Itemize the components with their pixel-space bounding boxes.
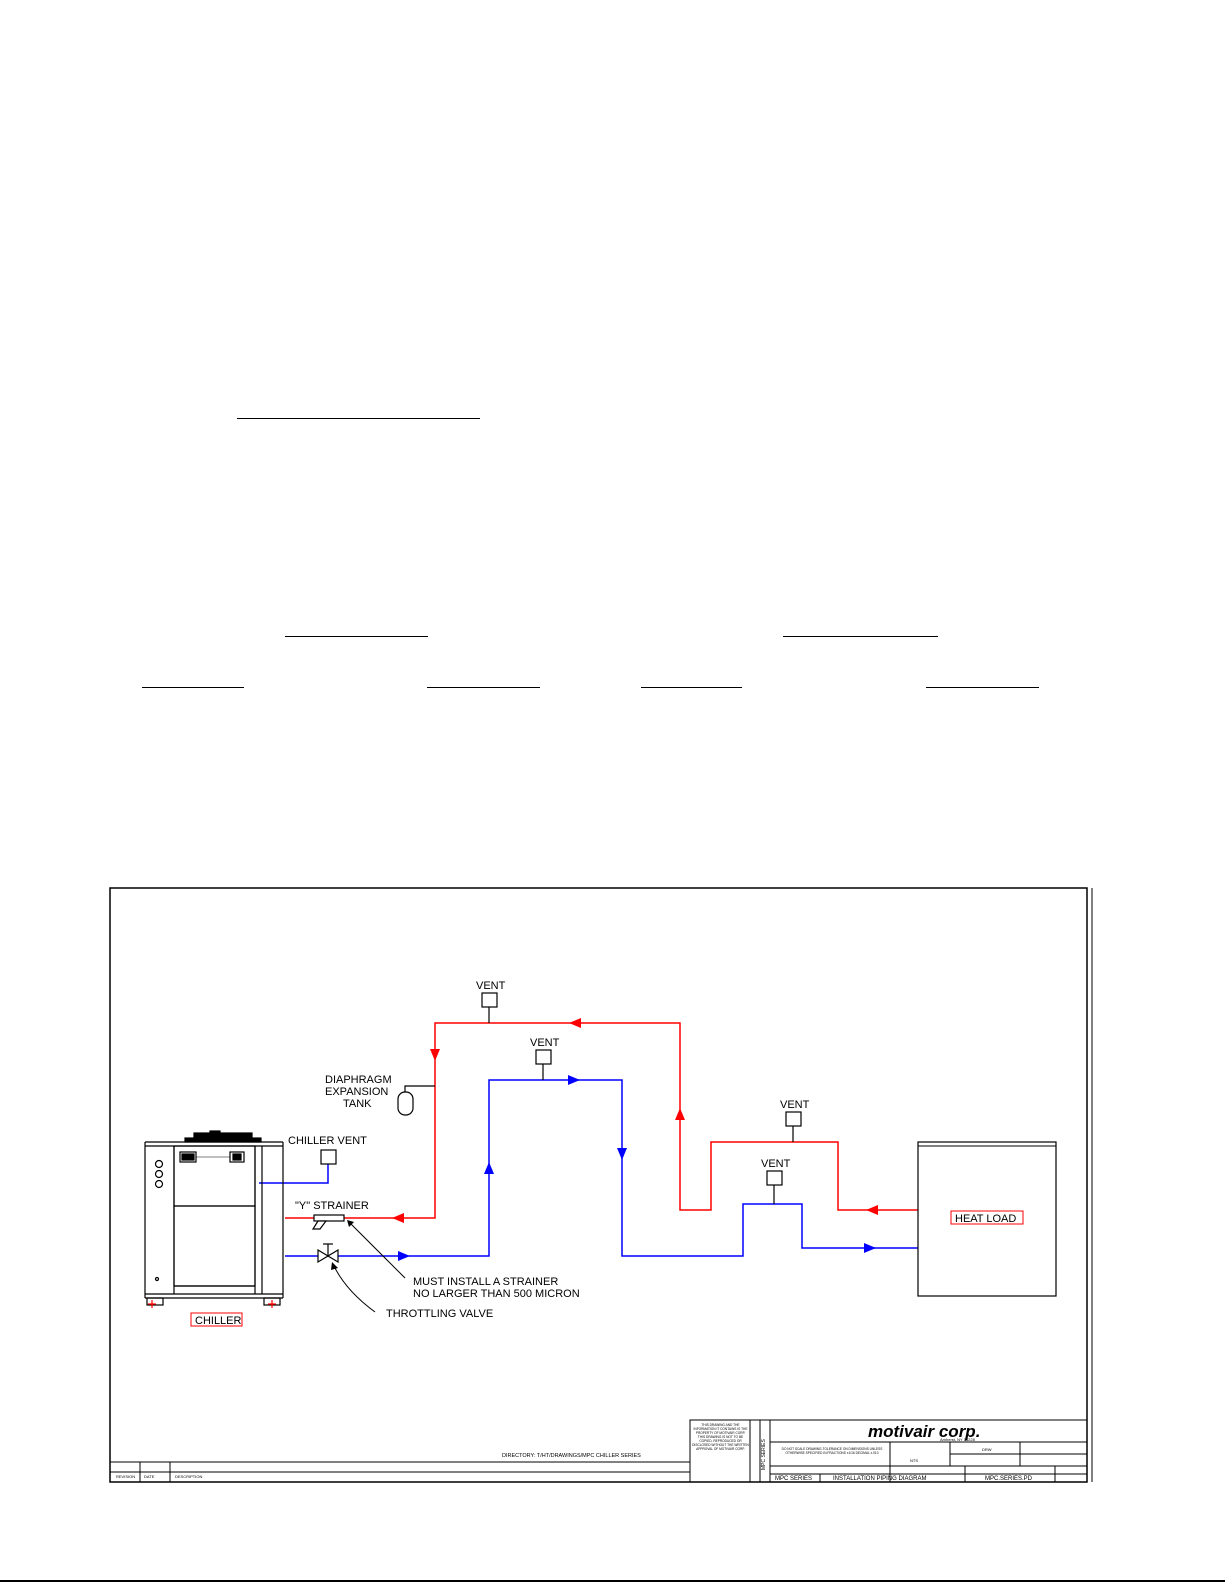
arrow-return-5	[864, 1243, 876, 1253]
vent-top-label: VENT	[476, 980, 506, 992]
heat-load: HEAT LOAD	[917, 1141, 1057, 1297]
strainer-note-line-1: MUST INSTALL A STRAINER	[413, 1276, 558, 1288]
y-strainer-label: "Y" STRAINER	[295, 1200, 369, 1212]
diaphragm-label-2: EXPANSION	[325, 1086, 388, 1098]
strainer-note-line-2: NO LARGER THAN 500 MICRON	[413, 1288, 580, 1300]
heat-load-label: HEAT LOAD	[955, 1213, 1016, 1225]
scale-text: NTS	[910, 1458, 918, 1463]
supply-piping	[285, 1022, 918, 1219]
drawing-number: MPC.SERIES.PD	[985, 1476, 1033, 1482]
drawing-frame	[109, 887, 1093, 1483]
chiller-vent-label: CHILLER VENT	[288, 1135, 367, 1147]
supply-flow-arrows	[392, 1018, 878, 1223]
vent-top: VENT	[476, 980, 506, 1023]
series-text: MPC SERIES	[775, 1476, 812, 1482]
arrow-supply-1	[392, 1213, 404, 1223]
blank-line-3	[783, 636, 938, 637]
blank-line-6	[641, 687, 742, 688]
arrow-supply-3	[569, 1018, 581, 1028]
chiller-unit	[184, 1130, 262, 1143]
y-strainer: "Y" STRAINER	[295, 1200, 406, 1279]
chiller-body	[144, 1141, 284, 1308]
diaphragm-label-3: TANK	[343, 1098, 372, 1110]
throttling-valve	[317, 1243, 376, 1313]
vent-mid-label: VENT	[530, 1037, 560, 1049]
chiller-vent: CHILLER VENT	[288, 1135, 367, 1165]
blank-line-2	[285, 636, 428, 637]
arrow-supply-2	[430, 1049, 440, 1061]
blank-line-1	[237, 418, 480, 419]
drawing-title: INSTALLATION PIPING DIAGRAM	[833, 1476, 926, 1482]
revision-label: REVISION	[116, 1474, 135, 1479]
page-bottom-rule	[0, 1580, 1225, 1582]
arrow-return-1	[398, 1251, 410, 1261]
throttling-valve-label: THROTTLING VALVE	[386, 1308, 493, 1320]
description-label: DESCRIPTION	[175, 1474, 202, 1479]
vent-right-lower-label: VENT	[761, 1158, 791, 1170]
arrow-supply-4	[675, 1108, 685, 1120]
side-title: MPC SERIES	[761, 1438, 767, 1470]
drawn-by-text: DRW	[982, 1447, 992, 1452]
blank-line-4	[142, 687, 244, 688]
chiller-label-text: CHILLER	[195, 1315, 242, 1327]
vent-right-upper-label: VENT	[780, 1099, 810, 1111]
arrow-return-3	[568, 1075, 580, 1085]
arrow-return-4	[617, 1148, 627, 1160]
vent-mid: VENT	[530, 1037, 560, 1080]
title-block	[110, 1419, 1088, 1483]
directory-path: DIRECTORY: T/HT/DRAWINGS/MPC CHILLER SER…	[502, 1453, 641, 1459]
company-name: motivair corp.	[868, 1422, 980, 1441]
arrow-supply-5	[866, 1205, 878, 1215]
copyright-notice: THIS DRAWING AND THE INFORMATION IT CONT…	[692, 1423, 749, 1451]
diaphragm-label-1: DIAPHRAGM	[325, 1074, 392, 1086]
blank-line-7	[926, 687, 1039, 688]
company-address: Amherst, NY 14228	[940, 1437, 976, 1442]
blank-line-5	[427, 687, 540, 688]
chiller-label: CHILLER	[190, 1312, 243, 1327]
vent-right-lower: VENT	[761, 1158, 791, 1204]
title-block-text: motivair corp. Amherst, NY 14228 DIRECTO…	[116, 1422, 1033, 1482]
dimension-note: DO NOT SCALE DRAWING-TOLERANCE ON DIMENS…	[781, 1447, 883, 1455]
vent-right-upper: VENT	[780, 1099, 810, 1142]
date-label: DATE	[144, 1474, 155, 1479]
strainer-note: MUST INSTALL A STRAINER NO LARGER THAN 5…	[386, 1276, 580, 1320]
diaphragm-expansion-tank: DIAPHRAGM EXPANSION TANK	[325, 1074, 435, 1116]
arrow-return-2	[484, 1162, 494, 1174]
return-flow-arrows	[398, 1075, 876, 1261]
